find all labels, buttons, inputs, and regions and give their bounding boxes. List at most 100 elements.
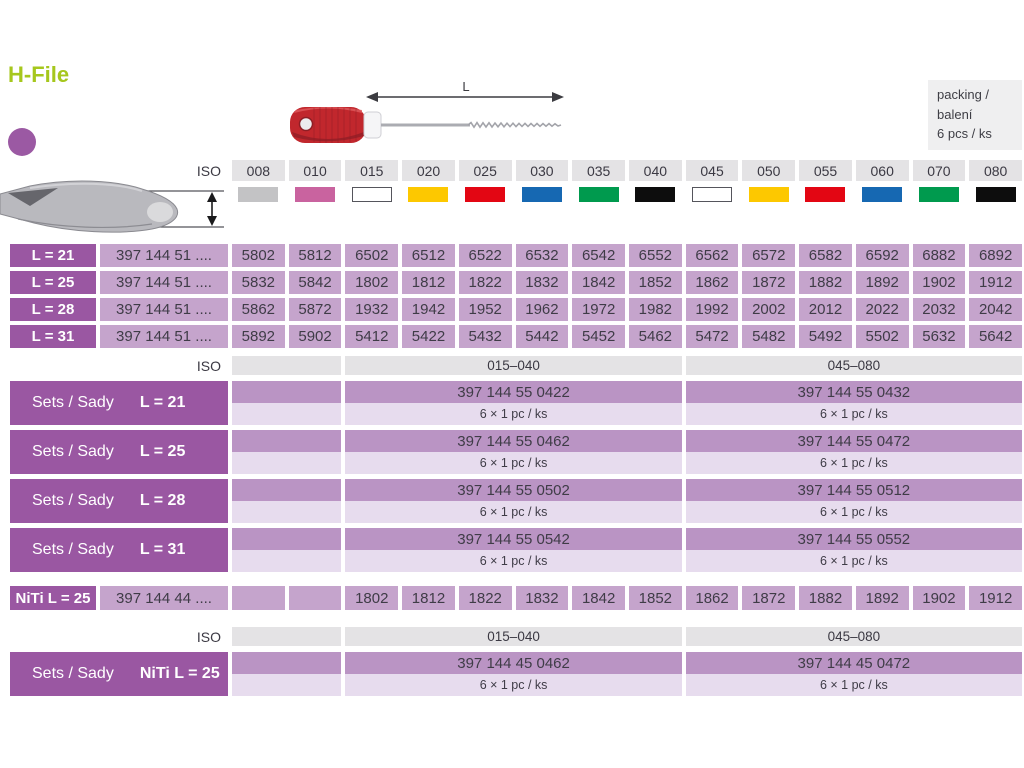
- iso-swatch-cell: [288, 185, 342, 203]
- code-cell: 5842: [288, 271, 342, 294]
- handle-hole: [298, 116, 314, 132]
- code-cell: 6582: [799, 244, 852, 267]
- code-cell: 1852: [629, 586, 682, 610]
- iso-swatch-cell: [572, 185, 625, 203]
- spacer-cell: [232, 430, 342, 452]
- code-cell: 1972: [572, 298, 625, 321]
- set-label-length: NiTi L = 25: [139, 665, 220, 682]
- spacer-cell: [232, 586, 285, 610]
- spacer-cell: [232, 528, 342, 550]
- code-cell: 1882: [799, 271, 852, 294]
- iso-swatch-cell: [458, 185, 512, 203]
- spacer-cell: [232, 403, 342, 425]
- code-cell: 1892: [855, 586, 909, 610]
- code-cell: 1982: [629, 298, 682, 321]
- spacer-cell: [232, 452, 342, 474]
- code-cell: 2012: [799, 298, 852, 321]
- spacer-cell: [232, 479, 342, 501]
- code-cell: 5422: [402, 325, 455, 348]
- iso-color-swatch: [295, 186, 336, 202]
- code-cell: 6882: [912, 244, 966, 267]
- code-cell: 1932: [345, 298, 399, 321]
- part-number-prefix-cell: 397 144 51 ....: [100, 298, 228, 321]
- code-cell: 5432: [458, 325, 512, 348]
- iso-swatch-cell: [685, 185, 739, 203]
- iso-size-label: 030: [515, 160, 569, 181]
- part-number-prefix-cell: 397 144 51 ....: [100, 271, 228, 294]
- iso-swatch-cell: [912, 185, 966, 203]
- column-range-header: 015–040: [345, 627, 682, 646]
- code-cell: 1812: [402, 271, 455, 294]
- set-label-length: L = 31: [139, 541, 186, 558]
- hfile-instrument-image: L: [290, 80, 564, 143]
- code-cell: 5472: [685, 325, 739, 348]
- iso-swatch-cell: [855, 185, 909, 203]
- packing-line1: packing / balení: [937, 87, 990, 122]
- iso-size-label: 025: [458, 160, 512, 181]
- handle-body: [290, 107, 366, 143]
- part-number-prefix-cell: 397 144 51 ....: [100, 244, 228, 267]
- iso-swatch-cell: [969, 185, 1022, 203]
- iso-color-swatch: [805, 186, 846, 202]
- spacer-cell: [232, 550, 342, 572]
- iso-size-label: 035: [572, 160, 625, 181]
- code-cell: 5872: [288, 298, 342, 321]
- iso-swatch-cell: [402, 185, 455, 203]
- code-cell: 1842: [572, 586, 625, 610]
- iso-color-swatch: [465, 186, 506, 202]
- code-cell: 1892: [855, 271, 909, 294]
- set-label-text: Sets / Sady: [32, 394, 114, 411]
- spacer-cell: [232, 674, 342, 696]
- set-part-number: 397 144 55 0422: [345, 381, 682, 403]
- spacer-cell: [232, 652, 342, 674]
- shaft-serrations: [467, 121, 562, 129]
- iso-size-label: 050: [742, 160, 796, 181]
- iso-color-swatch: [975, 186, 1016, 202]
- iso-swatch-cell: [799, 185, 852, 203]
- set-part-number: 397 144 55 0552: [685, 528, 1022, 550]
- column-range-header: 045–080: [685, 627, 1022, 646]
- packing-info-box: packing / balení 6 pcs / ks: [928, 80, 1022, 150]
- code-cell: 1862: [685, 586, 739, 610]
- code-cell: 5642: [969, 325, 1022, 348]
- row-label: L = 28: [10, 298, 96, 321]
- code-cell: 5812: [288, 244, 342, 267]
- set-part-number: 397 144 45 0462: [345, 652, 682, 674]
- code-cell: 5452: [572, 325, 625, 348]
- code-cell: 5482: [742, 325, 796, 348]
- code-cell: 6892: [969, 244, 1022, 267]
- iso-swatch-cell: [345, 185, 399, 203]
- set-label-length: L = 21: [139, 394, 186, 411]
- code-cell: 6542: [572, 244, 625, 267]
- code-cell: 1902: [912, 271, 966, 294]
- code-cell: 5632: [912, 325, 966, 348]
- iso-swatch-cell: [742, 185, 796, 203]
- iso-size-label: 060: [855, 160, 909, 181]
- code-cell: 1882: [799, 586, 852, 610]
- spacer-cell: [288, 586, 342, 610]
- set-pack-qty: 6 × 1 pc / ks: [345, 674, 682, 696]
- iso-swatch-cell: [515, 185, 569, 203]
- iso-size-label: 008: [232, 160, 285, 181]
- set-pack-qty: 6 × 1 pc / ks: [685, 501, 1022, 523]
- code-cell: 1992: [685, 298, 739, 321]
- iso-color-swatch: [521, 186, 562, 202]
- code-cell: 6592: [855, 244, 909, 267]
- set-pack-qty: 6 × 1 pc / ks: [685, 674, 1022, 696]
- iso-size-label: 010: [288, 160, 342, 181]
- code-cell: 5442: [515, 325, 569, 348]
- code-cell: 1802: [345, 271, 399, 294]
- iso-swatch-cell: [629, 185, 682, 203]
- iso-color-swatch: [918, 186, 959, 202]
- set-pack-qty: 6 × 1 pc / ks: [345, 550, 682, 572]
